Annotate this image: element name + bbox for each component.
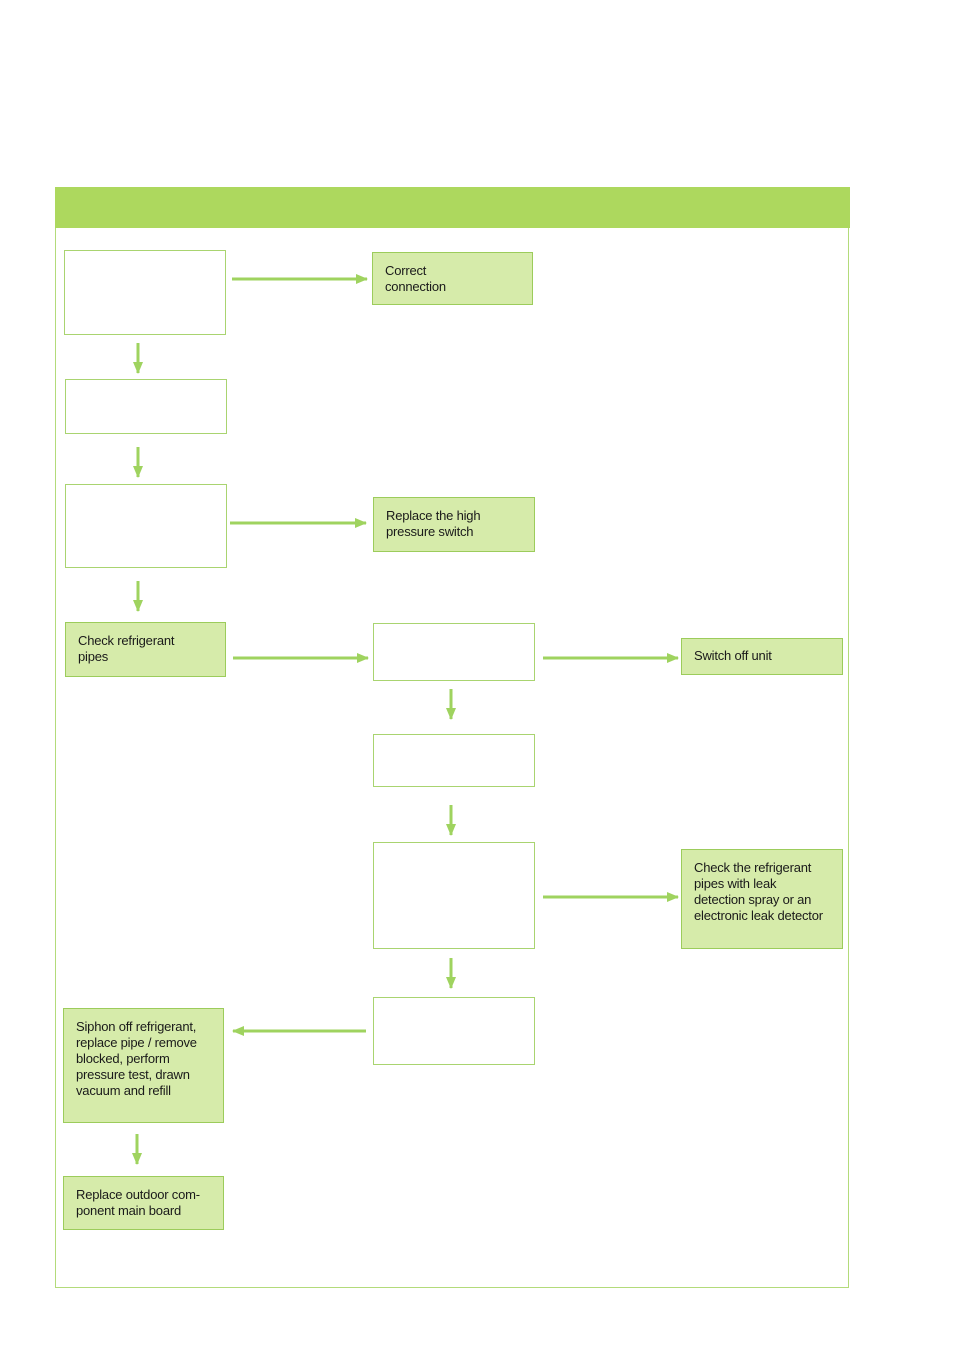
- action-check-pipes-leak-text: Check the refrigerant pipes with leak de…: [694, 860, 823, 923]
- action-replace-high-pressure-switch: Replace the high pressure switch: [373, 497, 535, 552]
- action-correct-connection: Correct connection: [372, 252, 533, 305]
- action-check-pipes-leak: Check the refrigerant pipes with leak de…: [681, 849, 843, 949]
- step-box-5: [373, 734, 535, 787]
- step-box-1: [64, 250, 226, 335]
- action-check-refrigerant-pipes: Check refrigerant pipes: [65, 622, 226, 677]
- action-switch-off-unit: Switch off unit: [681, 638, 843, 675]
- action-siphon-off: Siphon off refrigerant, replace pipe / r…: [63, 1008, 224, 1123]
- step-box-3: [65, 484, 227, 568]
- step-box-4: [373, 623, 535, 681]
- action-switch-off-unit-text: Switch off unit: [694, 648, 772, 663]
- step-box-2: [65, 379, 227, 434]
- step-box-6: [373, 842, 535, 949]
- action-correct-connection-text: Correct connection: [385, 263, 446, 294]
- action-replace-outdoor-board: Replace outdoor com- ponent main board: [63, 1176, 224, 1230]
- action-check-refrigerant-pipes-text: Check refrigerant pipes: [78, 633, 175, 664]
- action-replace-high-pressure-switch-text: Replace the high pressure switch: [386, 508, 481, 539]
- action-siphon-off-text: Siphon off refrigerant, replace pipe / r…: [76, 1019, 197, 1098]
- action-replace-outdoor-board-text: Replace outdoor com- ponent main board: [76, 1187, 200, 1218]
- header-bar: [55, 187, 850, 228]
- step-box-7: [373, 997, 535, 1065]
